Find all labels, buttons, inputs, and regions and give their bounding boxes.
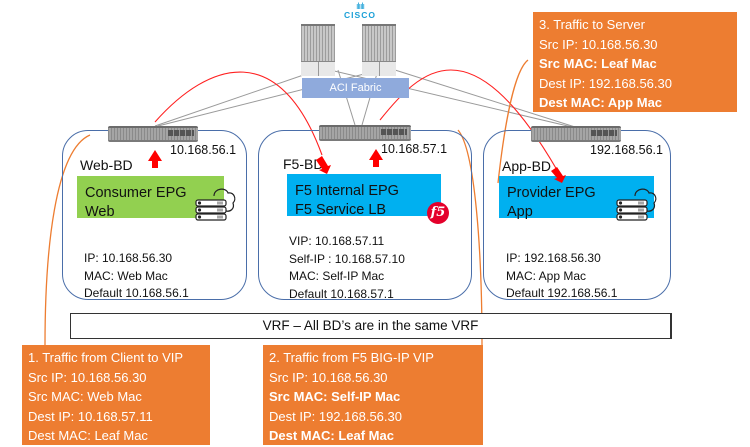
- info-line: MAC: App Mac: [506, 268, 587, 283]
- endpoint-info-web: IP: 10.168.56.30 MAC: Web Mac Default 10…: [84, 250, 189, 303]
- callout-line: Dest IP: 10.168.57.11: [28, 408, 153, 424]
- epg-line: F5 Service LB: [295, 202, 387, 218]
- epg-line: App: [507, 204, 533, 220]
- info-line: IP: 192.168.56.30: [506, 251, 601, 265]
- callout-line: Dest MAC: App Mac: [539, 95, 663, 110]
- callout-line: Dest MAC: Leaf Mac: [269, 428, 394, 443]
- callout-line: Src IP: 10.168.56.30: [28, 369, 147, 385]
- callout-title: 2. Traffic from F5 BIG-IP VIP: [269, 350, 434, 365]
- cisco-bars-icon: ılıılı: [355, 1, 365, 11]
- callout-title: 1. Traffic from Client to VIP: [28, 350, 184, 365]
- info-line: Self-IP : 10.168.57.10: [289, 251, 405, 266]
- link-spine2-leaf3: [394, 69, 576, 128]
- cisco-wordmark: CISCO: [344, 10, 376, 20]
- info-line: Default 10.168.56.1: [84, 286, 189, 300]
- leader-callout-3: [497, 59, 529, 184]
- leaf-switch-1: [108, 126, 198, 142]
- epg-f5-internal: F5 Internal EPG F5 Service LB: [287, 174, 441, 218]
- spine-switch-2: [362, 24, 396, 76]
- bd-gateway-f5: 10.168.57.1: [381, 142, 448, 156]
- flow-curve-web-to-f5: [154, 71, 323, 156]
- endpoint-info-f5: VIP: 10.168.57.11 Self-IP : 10.168.57.10…: [289, 233, 405, 303]
- info-line: Default 10.168.57.1: [289, 286, 394, 301]
- epg-line: Web: [85, 204, 115, 220]
- info-line: MAC: Web Mac: [84, 268, 168, 283]
- endpoint-info-app: IP: 192.168.56.30 MAC: App Mac Default 1…: [506, 250, 617, 303]
- f5-logo-icon: f5: [427, 202, 449, 224]
- leaf-switch-2: [319, 125, 411, 141]
- bd-gateway-app: 192.168.56.1: [590, 143, 663, 157]
- bd-gateway-web: 10.168.56.1: [170, 143, 237, 157]
- vrf-banner: VRF – All BD’s are in the same VRF: [70, 313, 672, 339]
- epg-line: Consumer EPG: [85, 185, 187, 201]
- callout-client-to-vip: 1. Traffic from Client to VIP Src IP: 10…: [22, 345, 210, 445]
- callout-line: Src MAC: Web Mac: [28, 389, 142, 404]
- epg-line: Provider EPG: [507, 185, 596, 201]
- bd-name-app: App-BD: [502, 158, 552, 174]
- callout-line: Src MAC: Self-IP Mac: [269, 389, 401, 404]
- callout-line: Dest IP: 192.168.56.30: [539, 75, 672, 91]
- info-line: MAC: Self-IP Mac: [289, 269, 385, 283]
- epg-provider-app: Provider EPG App: [499, 176, 654, 220]
- aci-fabric-label: ACI Fabric: [302, 78, 409, 98]
- spine-switch-1: [301, 24, 335, 76]
- leaf-switch-3: [531, 126, 621, 142]
- info-line: VIP: 10.168.57.11: [289, 234, 385, 248]
- callout-title: 3. Traffic to Server: [539, 17, 645, 32]
- callout-line: Dest IP: 192.168.56.30: [269, 408, 402, 424]
- callout-line: Src IP: 10.168.56.30: [269, 369, 388, 385]
- traffic-flow-curves: [154, 69, 558, 171]
- link-spine1-leaf1: [154, 69, 319, 127]
- callout-line: Dest MAC: Leaf Mac: [28, 428, 148, 443]
- info-line: IP: 10.168.56.30: [84, 251, 173, 265]
- bd-name-f5: F5-BD: [283, 156, 324, 172]
- callout-line: Src MAC: Leaf Mac: [539, 56, 657, 71]
- cisco-logo: ılıılı CISCO: [335, 2, 385, 20]
- callout-line: Src IP: 10.168.56.30: [539, 36, 658, 52]
- epg-line: F5 Internal EPG: [295, 183, 399, 199]
- flow-curve-f5-to-app: [379, 69, 558, 171]
- callout-to-server: 3. Traffic to Server Src IP: 10.168.56.3…: [533, 12, 737, 112]
- bd-name-web: Web-BD: [80, 157, 133, 173]
- epg-consumer-web: Consumer EPG Web: [77, 176, 224, 220]
- info-line: Default 192.168.56.1: [506, 286, 618, 300]
- callout-from-f5-vip: 2. Traffic from F5 BIG-IP VIP Src IP: 10…: [263, 345, 483, 445]
